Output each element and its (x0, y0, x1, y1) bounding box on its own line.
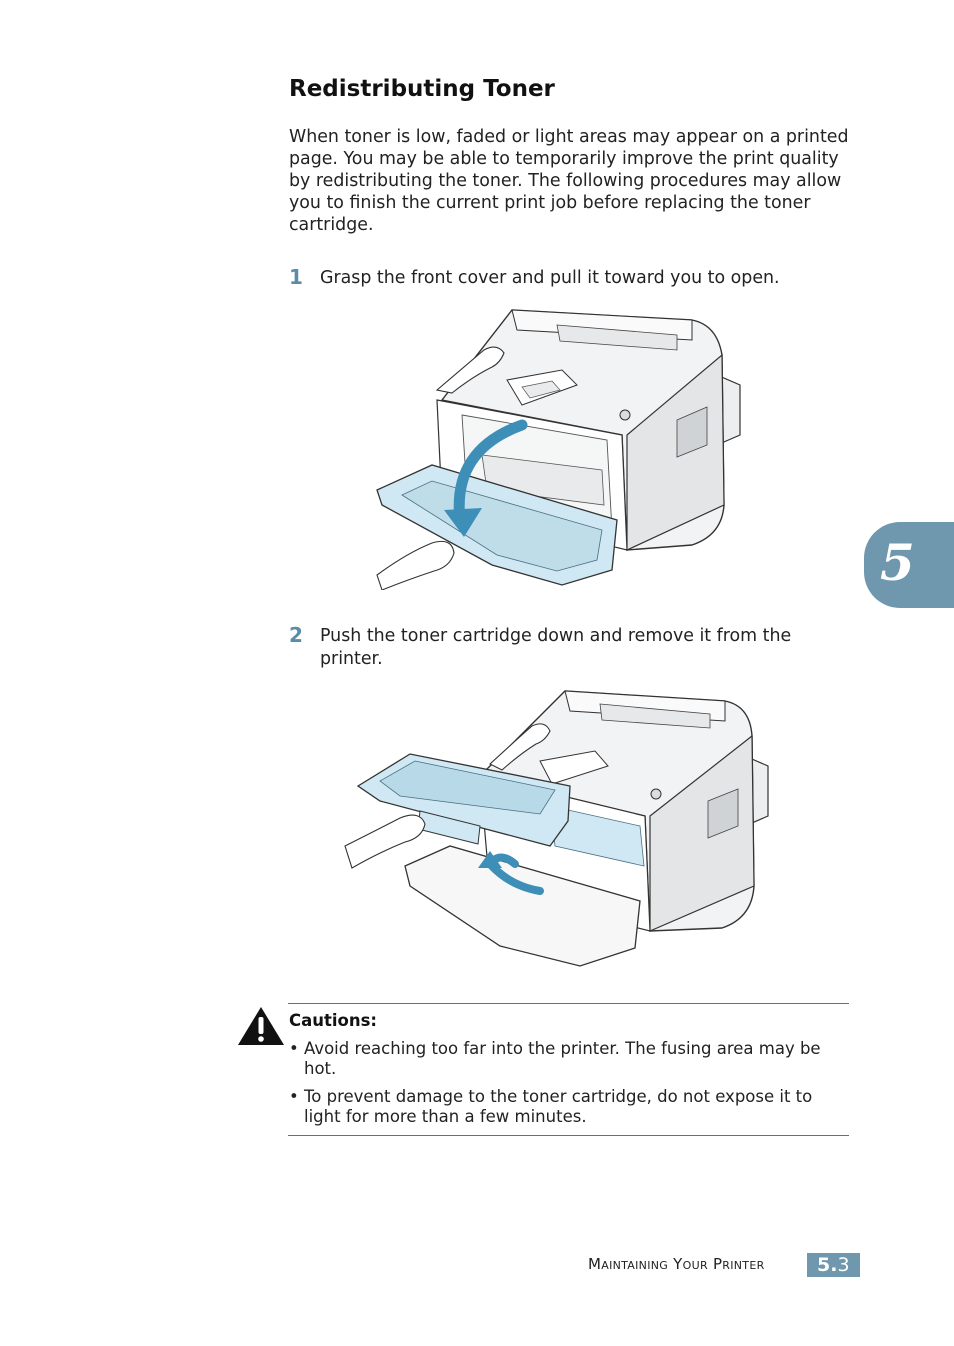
bullet-marker: • (289, 1087, 299, 1106)
step-1-number: 1 (289, 265, 303, 289)
printer-open-cover-illustration (376, 309, 741, 590)
step-2-text: Push the toner cartridge down and remove… (320, 626, 792, 669)
bullet-marker: • (289, 1039, 299, 1058)
caution-item: • Avoid reaching too far into the printe… (289, 1039, 849, 1079)
toner-removal-illustration (344, 690, 769, 967)
page-title: Redistributing Toner (289, 76, 555, 102)
caution-item: • To prevent damage to the toner cartrid… (289, 1087, 849, 1127)
footer-section-title: Maintaining Your Printer (588, 1255, 765, 1273)
intro-paragraph: When toner is low, faded or light areas … (289, 127, 849, 235)
footer-page-number: 5.3 (817, 1253, 850, 1277)
footer-page-badge (807, 1253, 860, 1277)
footer-chapter: 5. (817, 1254, 838, 1276)
caution-box (288, 1003, 849, 1136)
step-1-text: Grasp the front cover and pull it toward… (320, 268, 780, 288)
chapter-tab (864, 522, 954, 608)
caution-item-text: To prevent damage to the toner cartridge… (304, 1087, 813, 1126)
caution-title: Cautions: (289, 1011, 378, 1030)
chapter-tab-number: 5 (880, 533, 915, 592)
caution-item-text: Avoid reaching too far into the printer.… (304, 1039, 821, 1078)
footer-page: 3 (837, 1254, 850, 1276)
step-2-number: 2 (289, 623, 303, 647)
warning-icon (238, 1007, 284, 1045)
